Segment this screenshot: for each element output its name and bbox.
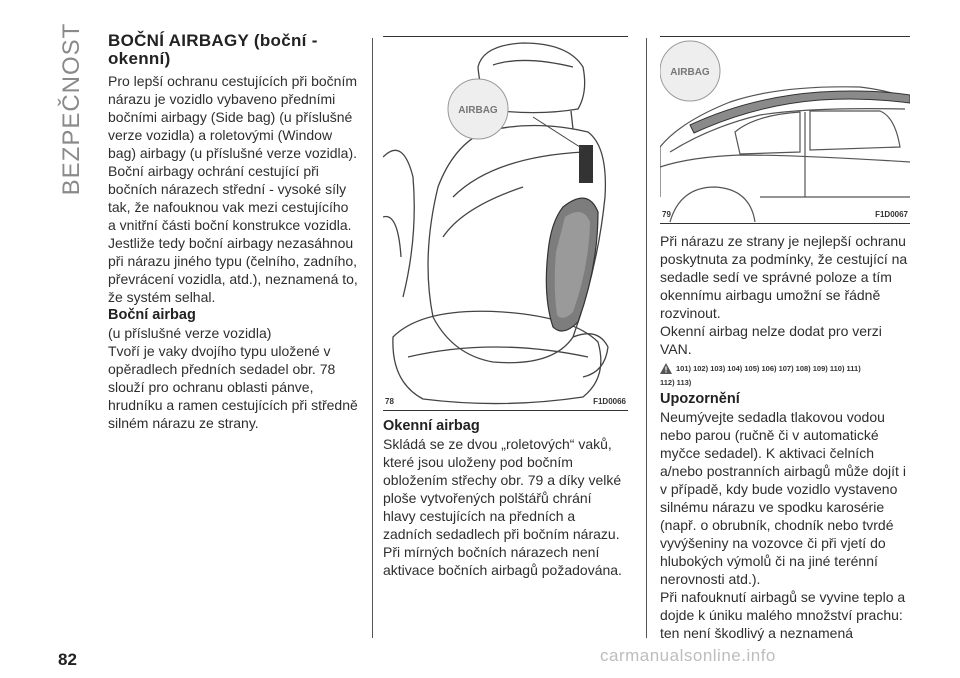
paragraph: Tvoří je vaky dvojího typu uložené v opě… [108,343,358,431]
paragraph: Při mírných bočních nárazech není aktiva… [383,544,622,578]
figure-79: AIRBAG 79 F1D0067 [659,36,911,224]
column-1: BOČNÍ AIRBAGY (boční - okenní) Pro lepší… [108,32,358,432]
car-window-airbag-illustration: AIRBAG [659,40,911,223]
section-tab-label: BEZPEČNOST [58,22,85,196]
paragraph: Okenní airbag nelze dodat pro verzi VAN. [660,323,882,357]
paragraph: Pro lepší ochranu cestujících při bočním… [108,73,358,161]
warning-references: 101) 102) 103) 104) 105) 106) 107) 108) … [660,362,910,376]
figure-78: AIRBAG 78 F1D0066 [382,36,628,411]
paragraph: Při nárazu ze strany je nejlepší ochranu… [660,233,908,321]
warning-triangle-icon [660,363,672,374]
column-2: AIRBAG 78 F1D0066 Okenní airbag Skládá s… [382,32,628,579]
figure-code: F1D0066 [593,397,626,406]
subheading-warning: Upozornění [660,391,740,407]
section-heading: BOČNÍ AIRBAGY (boční - okenní) [108,31,318,68]
section-tab: BEZPEČNOST [58,23,86,196]
figure-number: 79 [662,210,671,219]
reference-list: 101) 102) 103) 104) 105) 106) 107) 108) … [676,364,861,373]
seat-airbag-illustration: AIRBAG [382,42,609,405]
watermark: carmanualsonline.info [600,646,776,665]
airbag-callout: AIRBAG [458,105,498,116]
paragraph: Skládá se ze dvou „roletových“ vaků, kte… [383,436,622,542]
airbag-callout: AIRBAG [670,67,710,78]
column-divider [372,38,373,638]
subheading-side-airbag: Boční airbag [108,307,196,323]
paragraph: Jestliže tedy boční airbagy nezasáhnou p… [108,235,358,305]
column-divider [646,38,647,638]
page-number: 82 [58,650,77,669]
column-3: AIRBAG 79 F1D0067 Při nárazu ze strany j… [659,32,911,642]
subheading-window-airbag: Okenní airbag [383,418,480,434]
paragraph: Boční airbagy ochrání cestující při bočn… [108,163,352,233]
paragraph: Při nafouknutí airbagů se vyvine teplo a… [660,589,906,641]
reference-list-continued: 112) 113) [660,378,692,387]
paragraph: (u příslušné verze vozidla) [108,325,272,341]
figure-code: F1D0067 [875,210,908,219]
paragraph: Neumývejte sedadla tlakovou vodou nebo p… [660,409,906,587]
figure-number: 78 [385,397,394,406]
